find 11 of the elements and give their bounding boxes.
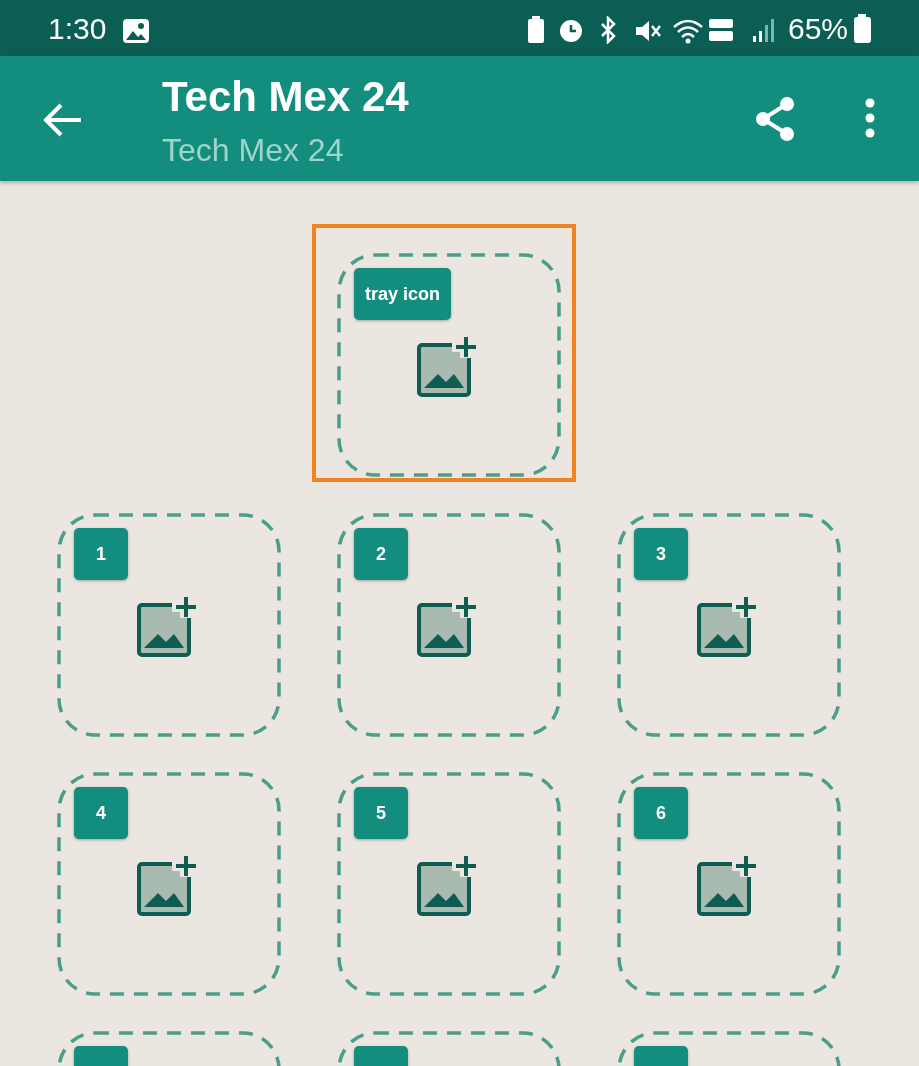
slot-number-label: 4: [74, 787, 128, 839]
slot-number-label: tray icon: [354, 268, 452, 320]
screen-subtitle: Tech Mex 24: [162, 134, 344, 166]
screen-title: Tech Mex 24: [162, 76, 409, 118]
slot-number-label: 1: [74, 528, 128, 580]
clock-time: 1:30: [48, 14, 107, 44]
slot-number-label: 2: [354, 528, 408, 580]
slot-number-label: 3: [634, 528, 688, 580]
battery-percentage: 65%: [788, 14, 849, 44]
slot-number-label: 6: [634, 787, 688, 839]
slot-number-label: 5: [354, 787, 408, 839]
